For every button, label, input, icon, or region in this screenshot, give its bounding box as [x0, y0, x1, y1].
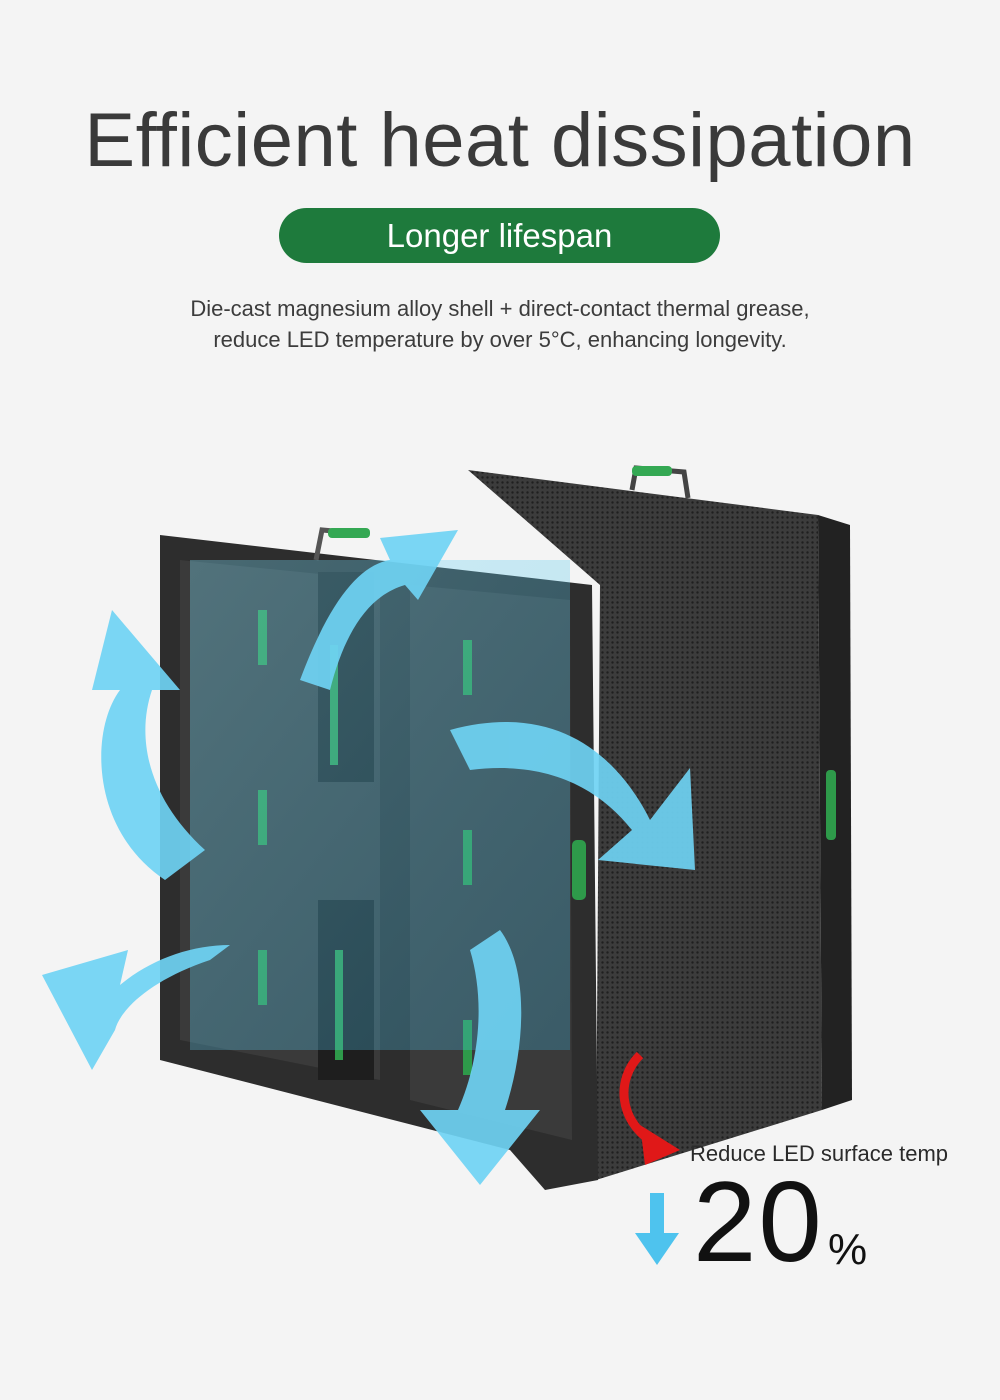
- stat-unit: %: [828, 1225, 868, 1274]
- description: Die-cast magnesium alloy shell + direct-…: [0, 293, 1000, 355]
- stat-value: 20: [693, 1159, 824, 1286]
- lifespan-badge: Longer lifespan: [279, 208, 720, 263]
- led-cabinet-illustration: [42, 465, 852, 1190]
- description-line-2: reduce LED temperature by over 5°C, enha…: [213, 327, 787, 352]
- airflow-arrows: [42, 530, 695, 1185]
- page-title: Efficient heat dissipation: [84, 98, 916, 183]
- description-line-1: Die-cast magnesium alloy shell + direct-…: [190, 296, 810, 321]
- stat-label: Reduce LED surface temp: [690, 1141, 949, 1166]
- red-curved-arrow-icon: [619, 1051, 680, 1165]
- arrow-down-icon: [635, 1193, 679, 1265]
